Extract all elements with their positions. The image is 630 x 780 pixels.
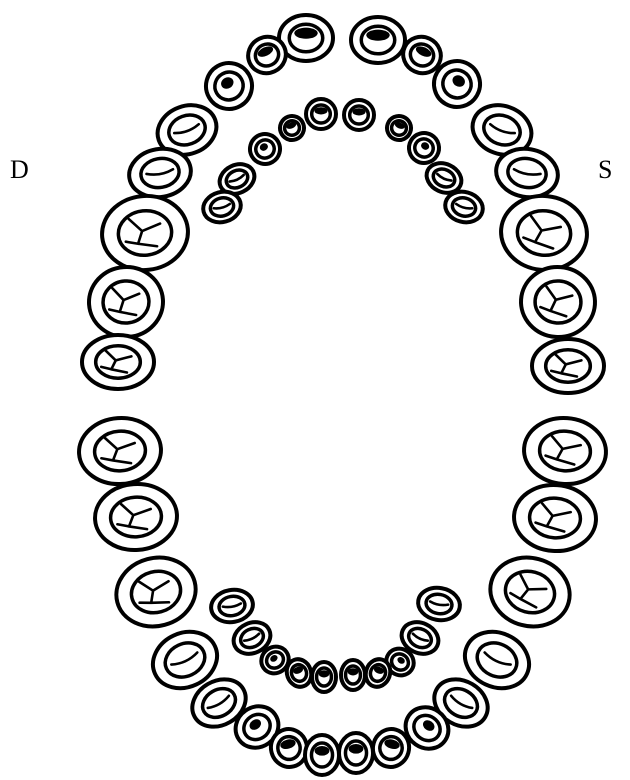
tooth-crown xyxy=(534,279,583,324)
tooth-molar xyxy=(497,192,590,275)
tooth-molar xyxy=(77,415,163,487)
tooth-crown xyxy=(96,346,141,378)
tooth-molar xyxy=(93,481,179,553)
tooth-edge xyxy=(294,28,317,39)
tooth-incisor xyxy=(277,113,308,144)
tooth-crown xyxy=(93,429,146,472)
tooth-molar xyxy=(82,335,154,389)
tooth-canine xyxy=(245,129,286,170)
tooth-edge xyxy=(315,746,330,756)
tooth-molar xyxy=(87,265,166,340)
tooth-premolar xyxy=(209,587,256,626)
tooth-molar xyxy=(98,192,191,275)
tooth-molar xyxy=(519,265,598,340)
tooth-molar xyxy=(522,415,608,487)
tooth-molar xyxy=(109,549,204,635)
tooth-incisor xyxy=(306,99,336,129)
arch-lower-permanent xyxy=(77,415,608,775)
tooth-edge xyxy=(349,744,364,754)
tooth-incisor xyxy=(312,662,336,692)
arch-lower-primary xyxy=(209,585,463,692)
tooth-incisor xyxy=(305,735,339,775)
tooth-crown xyxy=(102,279,151,324)
tooth-edge xyxy=(352,108,365,115)
tooth-premolar xyxy=(416,585,463,624)
tooth-edge xyxy=(319,670,329,677)
arch-upper-primary xyxy=(200,99,486,226)
tooth-molar xyxy=(512,482,598,554)
tooth-incisor xyxy=(339,733,373,773)
tooth-incisor xyxy=(351,17,405,63)
tooth-crown xyxy=(528,496,581,539)
tooth-molar xyxy=(483,549,578,635)
tooth-edge xyxy=(348,668,358,675)
tooth-molar xyxy=(532,339,604,393)
tooth-edge xyxy=(314,107,327,114)
tooth-incisor xyxy=(344,100,374,130)
tooth-crown xyxy=(546,350,591,382)
arch-upper-permanent xyxy=(82,15,604,393)
tooth-crown xyxy=(538,429,591,472)
tooth-incisor xyxy=(341,660,365,690)
tooth-edge xyxy=(366,30,389,41)
tooth-crown xyxy=(109,495,162,538)
